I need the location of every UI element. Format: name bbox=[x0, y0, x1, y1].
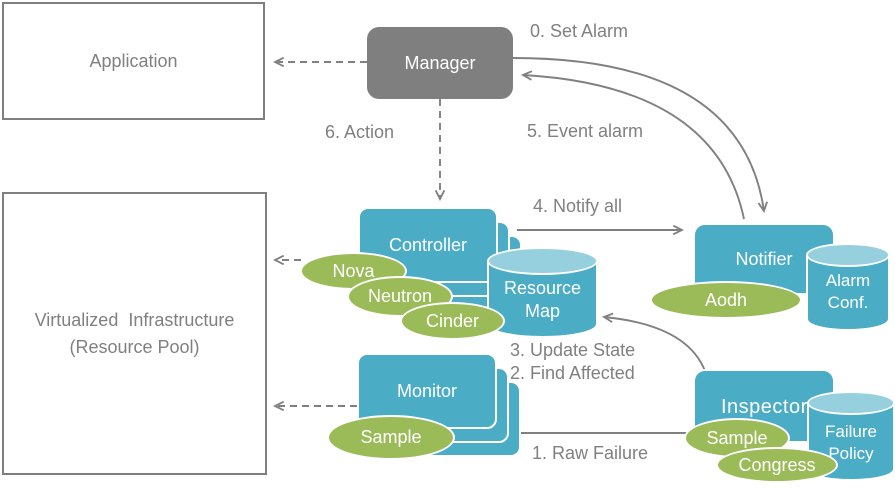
set-alarm-label: 0. Set Alarm bbox=[530, 21, 629, 41]
cinder-label: Cinder bbox=[425, 310, 480, 331]
monitor-sample-label: Sample bbox=[360, 427, 422, 447]
neutron-label: Neutron bbox=[367, 286, 433, 306]
action-label: 6. Action bbox=[325, 122, 395, 142]
resource-map-label-line1: Resource bbox=[503, 278, 582, 298]
alarm-conf-cylinder-top bbox=[806, 243, 890, 267]
resource-map-cylinder: Resource Map bbox=[487, 247, 598, 338]
aodh-label: Aodh bbox=[704, 289, 748, 310]
notifier-label: Notifier bbox=[735, 248, 793, 269]
event-alarm-label: 5. Event alarm bbox=[527, 121, 644, 141]
monitor-label: Monitor bbox=[396, 380, 458, 401]
virtualized-infrastructure-label-line2: (Resource Pool) bbox=[69, 336, 200, 357]
alarm-conf-label-line1: Alarm bbox=[825, 271, 871, 290]
inspector-label: Inspector bbox=[721, 396, 808, 418]
congress-ellipse: Congress bbox=[716, 447, 838, 483]
virtualized-infrastructure-label-line1: Virtualized Infrastructure bbox=[34, 309, 235, 330]
failure-policy-label-line2: Policy bbox=[828, 444, 874, 464]
alarm-conf-cylinder-body bbox=[806, 255, 890, 331]
virtualized-infrastructure-box: Virtualized Infrastructure (Resource Poo… bbox=[2, 192, 267, 475]
nova-label: Nova bbox=[332, 260, 375, 281]
application-box: Application bbox=[2, 2, 265, 120]
controller-label: Controller bbox=[388, 234, 468, 255]
update-state-label: 3. Update State bbox=[510, 340, 636, 360]
manager-box: Manager bbox=[367, 27, 513, 99]
resource-map-cylinder-top bbox=[487, 247, 598, 275]
failure-policy-cylinder-top bbox=[807, 391, 895, 415]
notify-all-label: 4. Notify all bbox=[533, 196, 623, 216]
resource-map-label-line2: Map bbox=[524, 301, 560, 322]
raw-failure-label: 1. Raw Failure bbox=[532, 443, 649, 463]
inspector-sample-label: Sample bbox=[706, 427, 768, 448]
manager-label: Manager bbox=[404, 52, 476, 73]
find-affected-label: 2. Find Affected bbox=[510, 363, 635, 383]
aodh-ellipse: Aodh bbox=[650, 281, 802, 319]
congress-label: Congress bbox=[738, 454, 816, 475]
monitor-sample-ellipse: Sample bbox=[327, 415, 455, 460]
alarm-conf-label-line2: Conf. bbox=[827, 293, 869, 313]
failure-policy-label-line1: Failure bbox=[825, 422, 877, 441]
cinder-ellipse: Cinder bbox=[400, 302, 505, 340]
alarm-conf-cylinder: Alarm Conf. bbox=[806, 243, 890, 331]
application-label: Application bbox=[89, 50, 178, 71]
monitor-card-front: Monitor bbox=[357, 353, 497, 429]
